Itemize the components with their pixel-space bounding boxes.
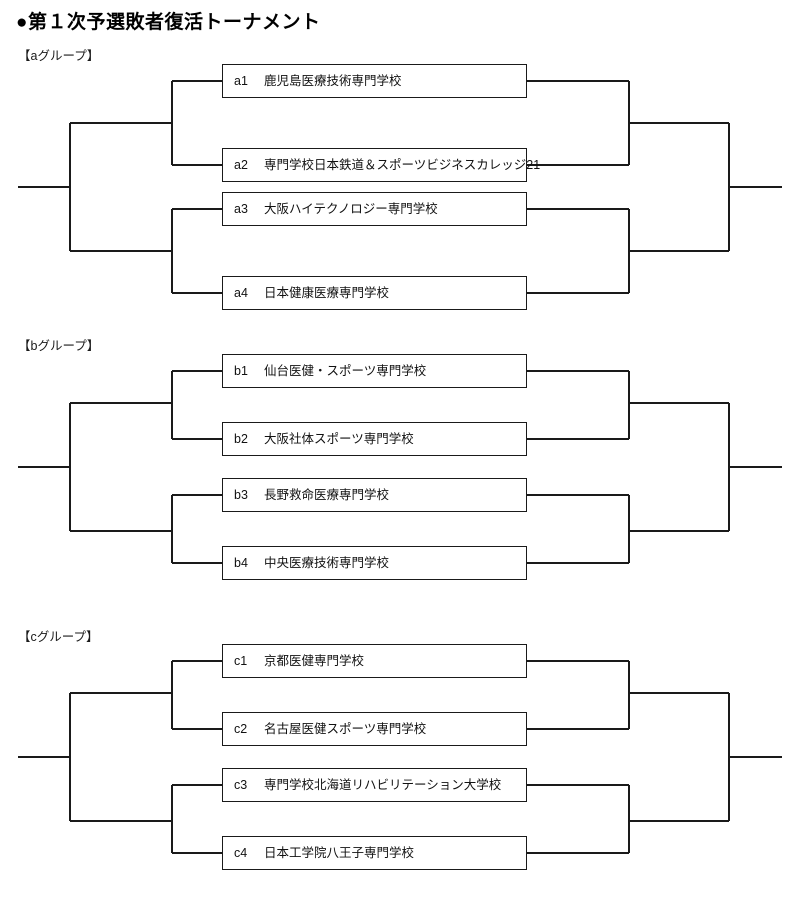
bracket-connectors-a (18, 80, 782, 294)
bracket-connectors-b (18, 370, 782, 564)
team-code: b3 (234, 488, 248, 502)
team-code: a3 (234, 202, 248, 216)
team-code: a4 (234, 286, 248, 300)
team-code: c1 (234, 654, 248, 668)
team-name: 大阪ハイテクノロジー専門学校 (264, 202, 438, 216)
team-name: 大阪社体スポーツ専門学校 (264, 432, 414, 446)
team-name: 京都医健専門学校 (264, 654, 365, 668)
group-label-b: 【bグループ】 (18, 339, 100, 353)
team-box[interactable]: b3 長野救命医療専門学校 (222, 478, 527, 512)
group-label-c: 【cグループ】 (18, 630, 99, 644)
team-code: c4 (234, 846, 248, 860)
team-box[interactable]: a4 日本健康医療専門学校 (222, 276, 527, 310)
page-title: ●第１次予選敗者復活トーナメント (16, 12, 321, 33)
team-name: 専門学校日本鉄道＆スポーツビジネスカレッジ21 (264, 158, 541, 172)
team-name: 専門学校北海道リハビリテーション大学校 (264, 778, 502, 792)
team-box[interactable]: b1 仙台医健・スポーツ専門学校 (222, 354, 527, 388)
team-code: c3 (234, 778, 248, 792)
team-code: b4 (234, 556, 248, 570)
team-name: 中央医療技術専門学校 (264, 556, 390, 570)
group-label-a: 【aグループ】 (18, 49, 100, 63)
bracket-connectors-c (18, 660, 782, 854)
team-name: 長野救命医療専門学校 (264, 488, 390, 502)
team-name: 日本健康医療専門学校 (264, 286, 390, 300)
team-name: 日本工学院八王子専門学校 (264, 846, 415, 860)
team-box[interactable]: b4 中央医療技術専門学校 (222, 546, 527, 580)
team-code: b1 (234, 364, 248, 378)
team-box[interactable]: c3 専門学校北海道リハビリテーション大学校 (222, 768, 527, 802)
team-box[interactable]: c4 日本工学院八王子専門学校 (222, 836, 527, 870)
team-box[interactable]: a1 鹿児島医療技術専門学校 (222, 64, 527, 98)
team-box[interactable]: a2 専門学校日本鉄道＆スポーツビジネスカレッジ21 (222, 148, 540, 182)
team-code: a1 (234, 74, 248, 88)
team-code: c2 (234, 722, 248, 736)
team-name: 仙台医健・スポーツ専門学校 (264, 364, 427, 378)
team-code: b2 (234, 432, 248, 446)
team-code: a2 (234, 158, 248, 172)
team-box[interactable]: c2 名古屋医健スポーツ専門学校 (222, 712, 527, 746)
team-box[interactable]: b2 大阪社体スポーツ専門学校 (222, 422, 527, 456)
team-box[interactable]: a3 大阪ハイテクノロジー専門学校 (222, 192, 527, 226)
team-name: 名古屋医健スポーツ専門学校 (264, 722, 427, 736)
team-name: 鹿児島医療技術専門学校 (264, 74, 402, 88)
team-box[interactable]: c1 京都医健専門学校 (222, 644, 527, 678)
